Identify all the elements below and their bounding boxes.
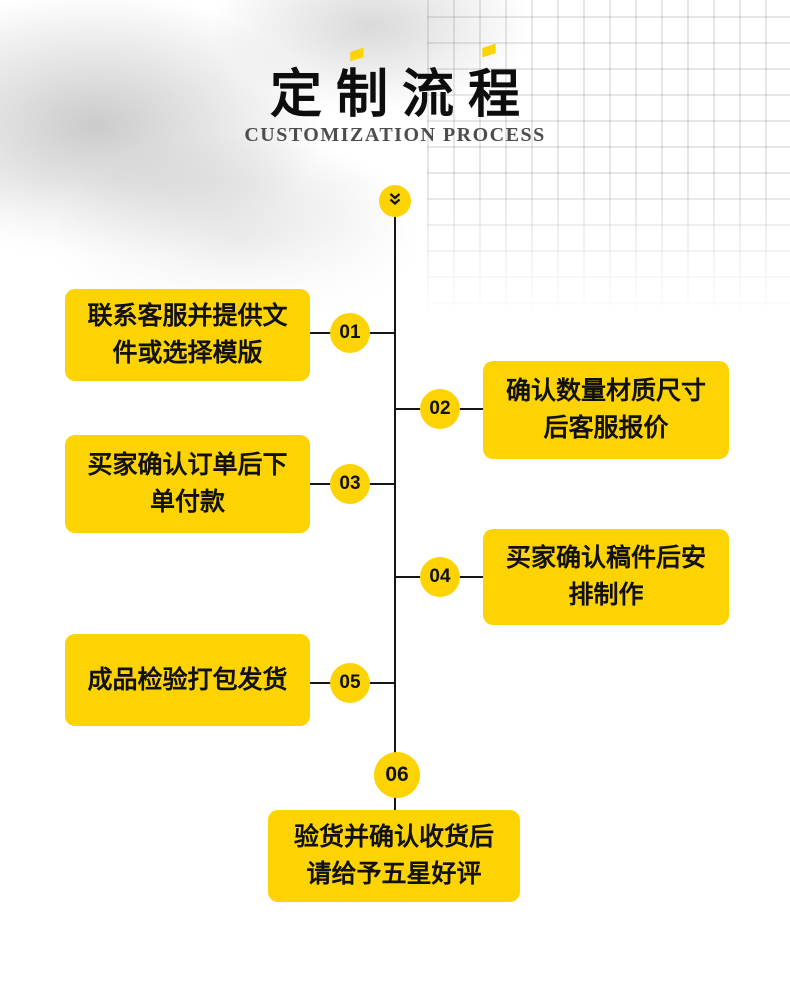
step-box-4: 买家确认稿件后安排制作 [483, 529, 729, 625]
page-title: 定制流程 [269, 66, 534, 124]
step-label: 验货并确认收货后请给予五星好评 [293, 823, 494, 888]
double-chevron-down-icon [387, 191, 403, 212]
step-box-6: 验货并确认收货后请给予五星好评 [268, 810, 520, 902]
step-box-1: 联系客服并提供文件或选择模版 [65, 289, 310, 381]
page-subtitle: CUSTOMIZATION PROCESS [244, 124, 546, 146]
timeline-spine [394, 216, 396, 812]
step-label: 买家确认订单后下单付款 [87, 451, 288, 516]
step-number-badge-4: 04 [420, 557, 460, 597]
step-number-badge-5: 05 [330, 663, 370, 703]
step-number-badge-2: 02 [420, 389, 460, 429]
step-number-badge-1: 01 [330, 313, 370, 353]
step-label: 联系客服并提供文件或选择模版 [87, 302, 288, 367]
timeline-start-node [379, 185, 411, 217]
step-box-2: 确认数量材质尺寸后客服报价 [483, 361, 729, 459]
step-box-5: 成品检验打包发货 [65, 634, 310, 726]
step-number-badge-6: 06 [374, 752, 420, 798]
step-number-badge-3: 03 [330, 464, 370, 504]
step-label: 确认数量材质尺寸后客服报价 [505, 377, 706, 442]
step-label: 买家确认稿件后安排制作 [505, 544, 706, 609]
step-box-3: 买家确认订单后下单付款 [65, 435, 310, 533]
step-label: 成品检验打包发货 [87, 665, 288, 694]
